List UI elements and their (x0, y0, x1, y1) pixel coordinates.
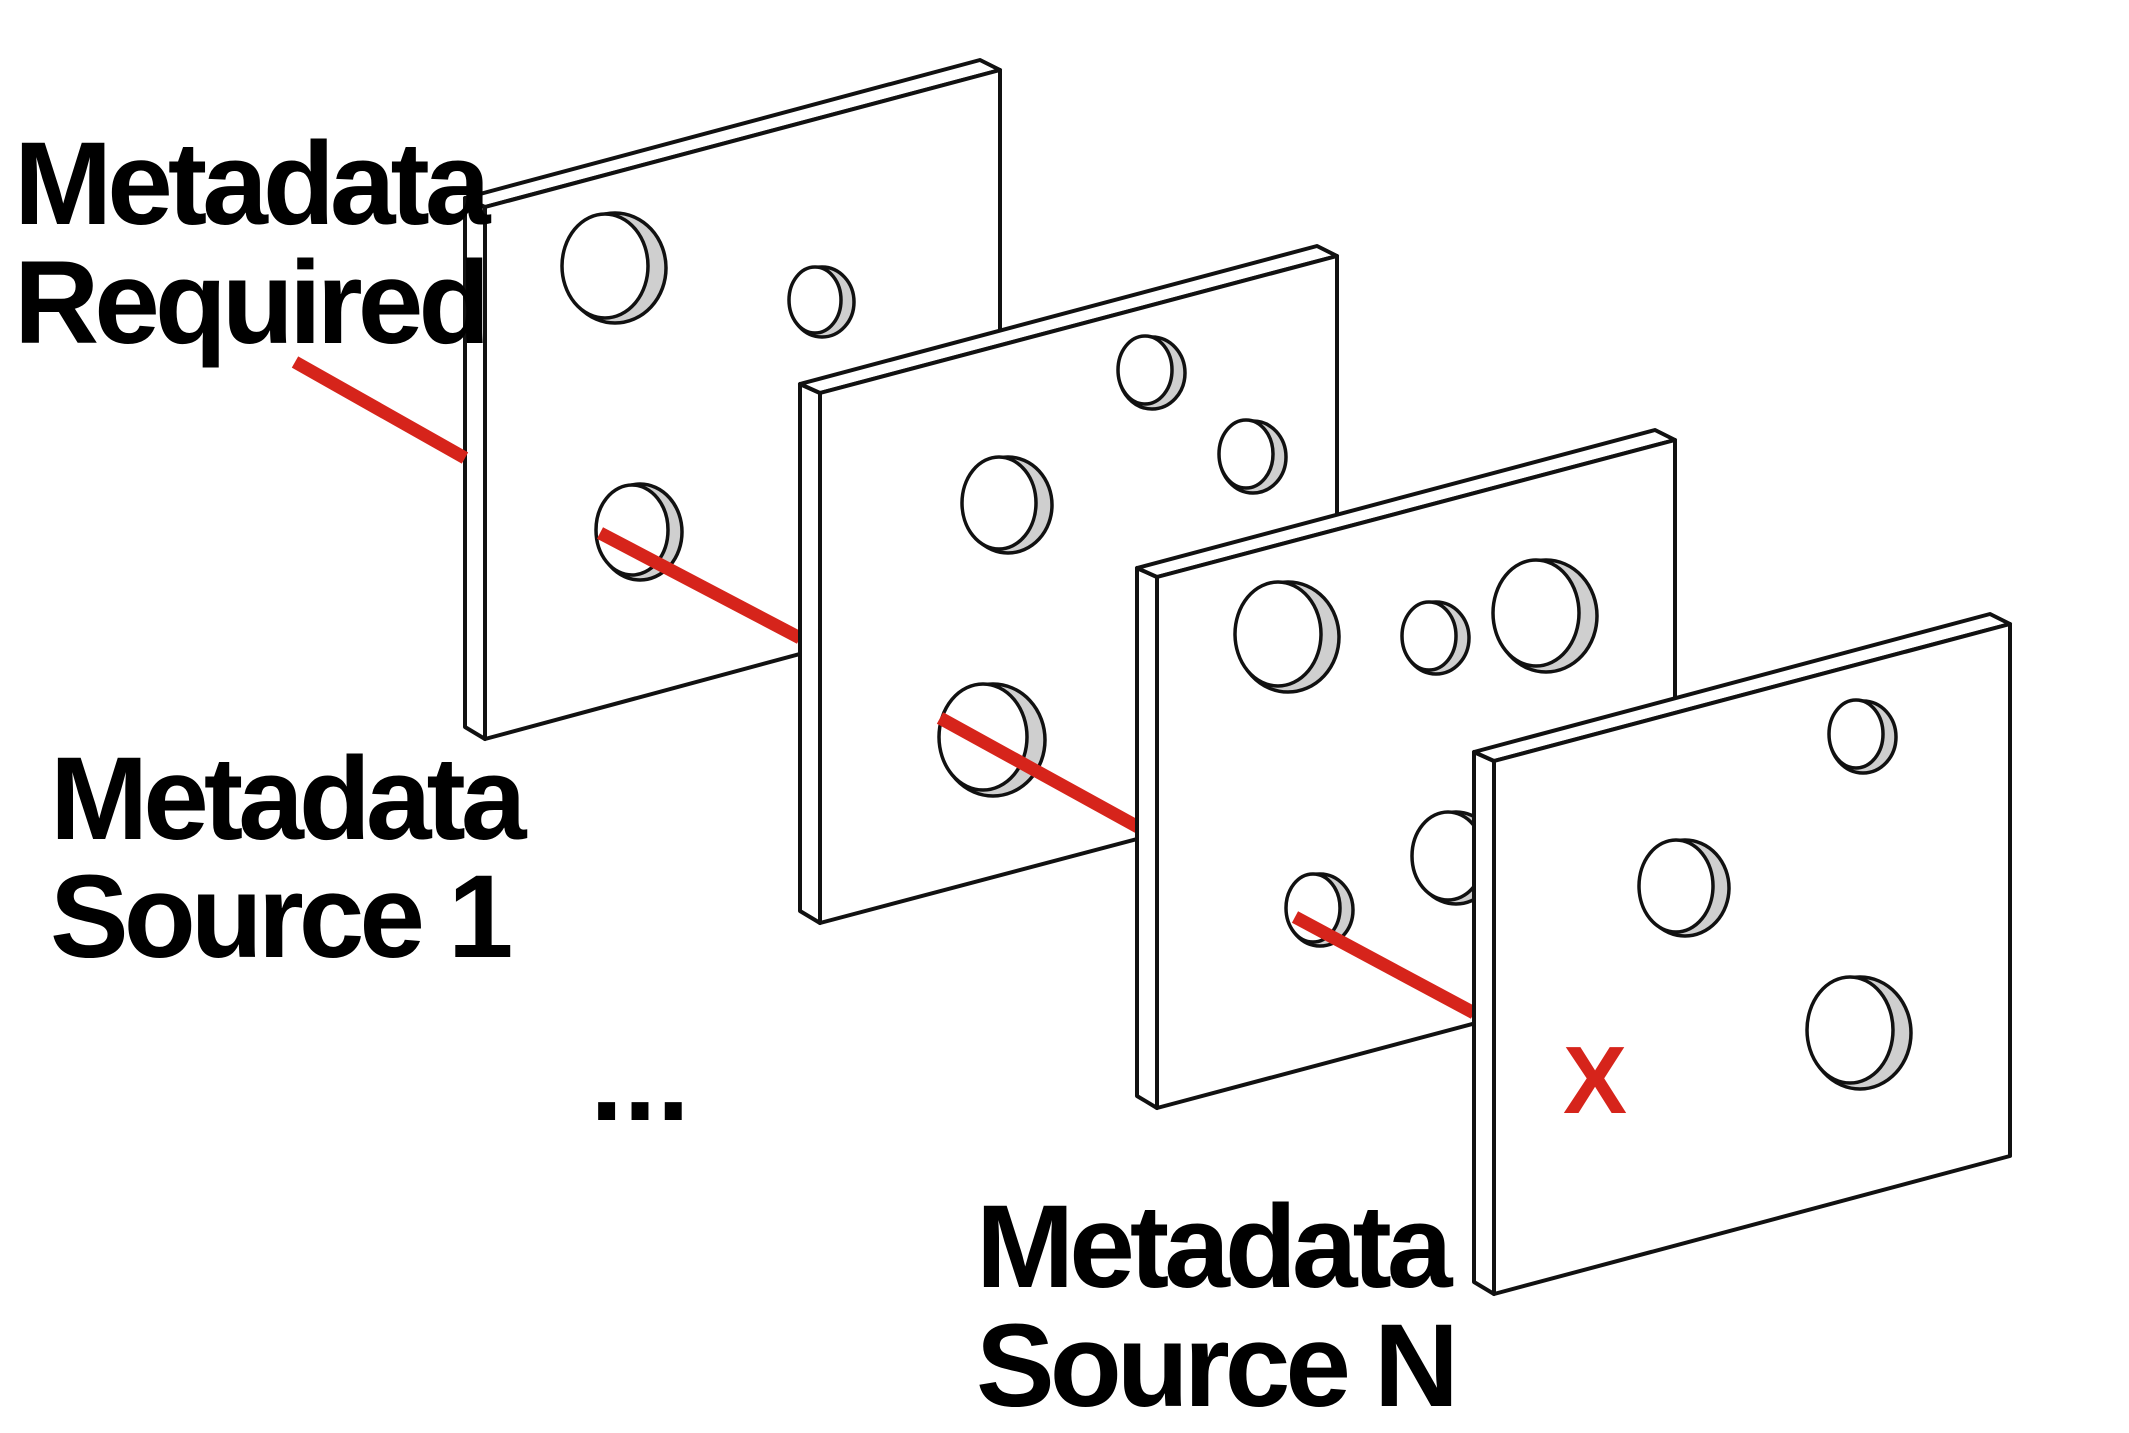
label-line: Metadata (976, 1181, 1454, 1313)
plate-4-hole (1637, 838, 1731, 938)
label-line: Source 1 (50, 851, 511, 983)
plate-1-hole (560, 211, 668, 325)
ray-segment (936, 712, 1142, 833)
label-metadata-source-n: Metadata Source N (976, 1181, 1459, 1432)
plate-2-hole (960, 455, 1054, 555)
blocked-x-mark: X (1563, 1027, 1627, 1134)
plate-3-hole (1233, 580, 1341, 694)
label-metadata-required: Metadata Required (14, 118, 497, 369)
ray-segment (1291, 911, 1478, 1019)
label-line: Metadata (50, 733, 528, 865)
ray-segment (596, 527, 804, 644)
plate-3-hole (1491, 558, 1599, 674)
ray-segment (291, 356, 469, 464)
plate-1-hole (787, 265, 856, 339)
plate-4-hole (1827, 698, 1898, 775)
plate-2-hole (1217, 418, 1288, 495)
label-line: Source N (976, 1300, 1454, 1432)
plate-3-hole (1400, 600, 1471, 676)
label-line: Required (14, 237, 485, 369)
plate-2-hole (1116, 334, 1187, 411)
plate-4-hole (1805, 975, 1913, 1091)
ellipsis: ... (590, 1012, 690, 1146)
plate-4: X (1472, 612, 2012, 1296)
label-metadata-source-1: Metadata Source 1 (50, 733, 533, 983)
label-line: Metadata (14, 118, 492, 250)
